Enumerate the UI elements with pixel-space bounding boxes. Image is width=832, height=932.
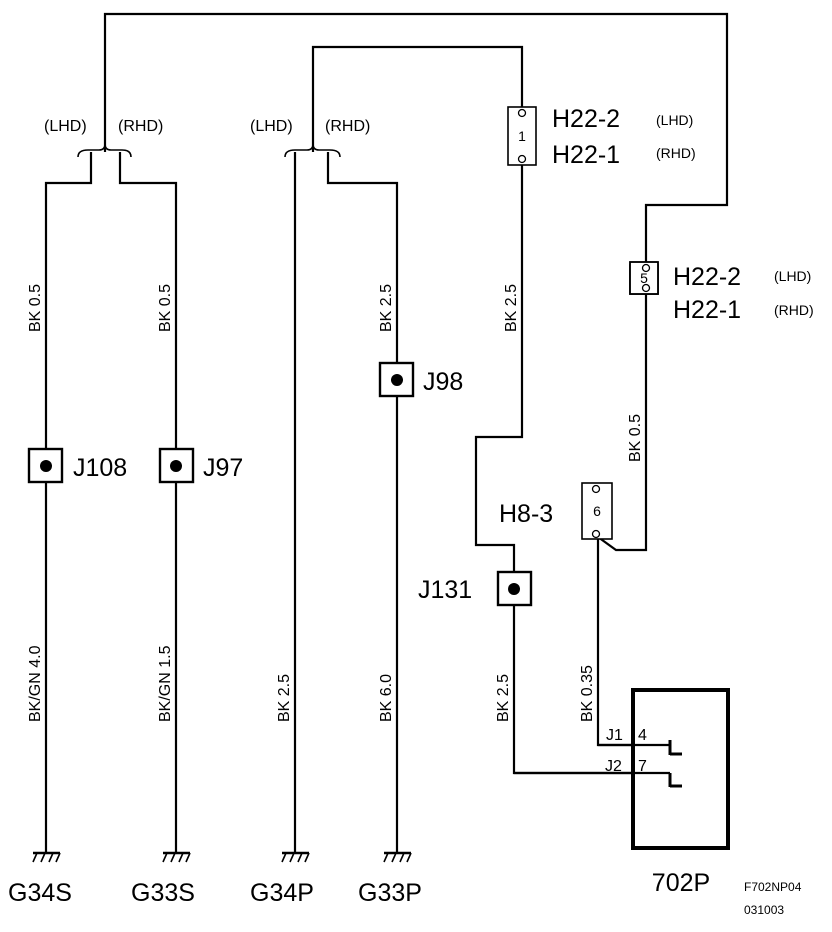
h8-3-label: H8-3 (499, 500, 553, 528)
lower-wires (44, 396, 678, 853)
feed-wires (103, 12, 729, 575)
h22-pin5-number: 5 (640, 270, 648, 286)
wire-label-w7: BK 0.35 (579, 665, 596, 722)
wire-label-w3: BK 2.5 (276, 674, 293, 722)
g33p-label: G33P (358, 879, 422, 907)
g34s-label: G34S (8, 879, 72, 907)
lhd-label-left: (LHD) (44, 118, 87, 135)
variant-bracket-right: (LHD) (RHD) (250, 118, 399, 853)
wire-labels: BK 0.5 BK 0.5 BK 2.5 BK 2.5 BK 0.5 BK/GN… (27, 284, 644, 722)
j98-label: J98 (423, 368, 463, 396)
702p-j2-label: J2 (605, 758, 622, 775)
wire-label-w4a: BK 2.5 (378, 284, 395, 332)
g33s-label: G33S (131, 879, 195, 907)
h22-2-label-mid: H22-2 (673, 263, 741, 291)
rhd-label-left: (RHD) (118, 118, 163, 135)
lhd-label-right: (LHD) (250, 118, 293, 135)
h22-1-label-top: H22-1 (552, 141, 620, 169)
ground-g34p: G34P (250, 851, 314, 907)
wire-label-w1a: BK 0.5 (27, 284, 44, 332)
splice-j108: J108 (27, 447, 127, 484)
splice-j98: J98 (378, 361, 463, 398)
h22-1-rhd-note-top: (RHD) (656, 145, 696, 161)
wire-label-w4b: BK 6.0 (378, 674, 395, 722)
wire-label-w2a: BK 0.5 (157, 284, 174, 332)
component-702p: J1 4 J2 7 702P (514, 688, 730, 897)
h22-1-rhd-note-mid: (RHD) (774, 302, 814, 318)
wire-label-w5b: BK 2.5 (495, 674, 512, 722)
702p-j1-label: J1 (606, 727, 623, 744)
j97-label: J97 (203, 454, 243, 482)
date-code: 031003 (744, 903, 784, 917)
j108-label: J108 (73, 454, 127, 482)
wire-label-w2b: BK/GN 1.5 (157, 645, 174, 722)
h8-pin-number: 6 (593, 503, 601, 519)
wire-label-w6a: BK 0.5 (627, 414, 644, 462)
wire-label-w5a: BK 2.5 (503, 284, 520, 332)
ground-g33p: G33P (358, 851, 422, 907)
wire-label-w1b: BK/GN 4.0 (27, 645, 44, 722)
h22-pin1-number: 1 (518, 128, 526, 144)
ground-g34s: G34S (8, 851, 72, 907)
702p-name: 702P (652, 869, 710, 897)
h22-2-lhd-note-top: (LHD) (656, 112, 693, 128)
connector-h22-pin5: 5 H22-2 (LHD) H22-1 (RHD) (629, 261, 814, 324)
rhd-label-right: (RHD) (325, 118, 370, 135)
variant-bracket-left: (LHD) (RHD) (44, 118, 178, 450)
connector-h22-pin1: 1 H22-2 (LHD) H22-1 (RHD) (507, 105, 696, 169)
splice-j97: J97 (158, 447, 243, 484)
ground-g33s: G33S (131, 851, 195, 907)
figure-code: F702NP04 (744, 880, 802, 894)
702p-j1-pin: 4 (638, 727, 647, 744)
h22-1-label-mid: H22-1 (673, 296, 741, 324)
splice-j131: J131 (418, 570, 533, 607)
connector-h8-3: 6 H8-3 (499, 482, 613, 540)
j131-label: J131 (418, 576, 472, 604)
g34p-label: G34P (250, 879, 314, 907)
h22-2-label-top: H22-2 (552, 105, 620, 133)
h22-2-lhd-note-mid: (LHD) (774, 268, 811, 284)
702p-j2-pin: 7 (638, 758, 647, 775)
